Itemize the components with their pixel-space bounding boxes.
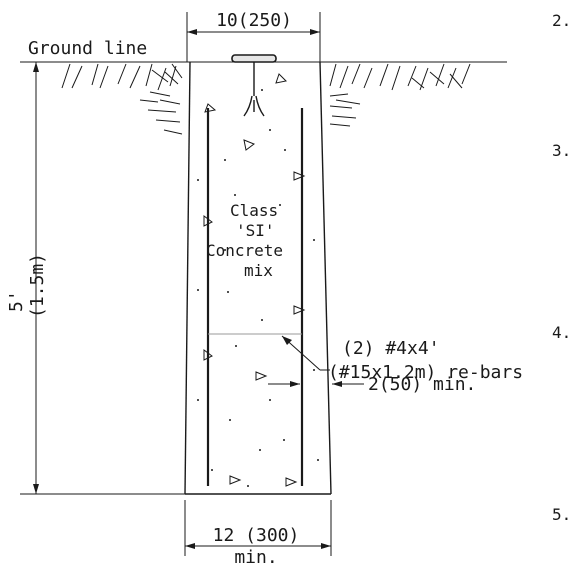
cover-label: 2(50) min. — [368, 374, 476, 395]
rebars — [206, 108, 304, 486]
svg-text:mix: mix — [244, 261, 273, 280]
rebar-label-metric: (#15x1.2m) re-bars — [328, 362, 523, 383]
note-number: 3. — [552, 141, 571, 160]
svg-text:Class: Class — [230, 201, 278, 220]
ground-line-label: Ground line — [28, 38, 147, 59]
aggregate-triangle-icon — [203, 73, 306, 487]
bottom-width-min: min. — [234, 547, 277, 566]
top-width-label: 10(250) — [216, 10, 292, 31]
note-numbers: 2. 3. 4. 5. — [552, 11, 571, 524]
note-number: 5. — [552, 505, 571, 524]
survey-marker-icon — [231, 54, 277, 117]
concrete-label: Class 'SI' Concrete mix — [206, 201, 283, 280]
svg-text:'SI': 'SI' — [236, 221, 275, 240]
note-number: 4. — [552, 323, 571, 342]
cover-dimension: 2(50) min. — [268, 374, 476, 395]
depth-label-imperial: 5' — [6, 290, 27, 312]
depth-label-metric: (1.5m) — [27, 253, 48, 318]
bottom-width-label: 12 (300) — [213, 525, 300, 546]
soil-hatch-icon — [329, 63, 471, 127]
top-width-dimension: 10(250) — [186, 10, 321, 62]
rebar-label-imperial: (2) #4x4' — [342, 338, 440, 359]
rebar-callout: (2) #4x4' (#15x1.2m) re-bars — [281, 335, 523, 383]
depth-dimension: 5' (1.5m) — [6, 62, 48, 494]
aggregate-dots — [197, 89, 319, 487]
footing-outline — [20, 61, 332, 495]
note-number: 2. — [552, 11, 571, 30]
svg-text:Concrete: Concrete — [206, 241, 283, 260]
soil-hatch-icon — [61, 63, 183, 135]
bottom-width-dimension: 12 (300) min. — [184, 500, 332, 566]
